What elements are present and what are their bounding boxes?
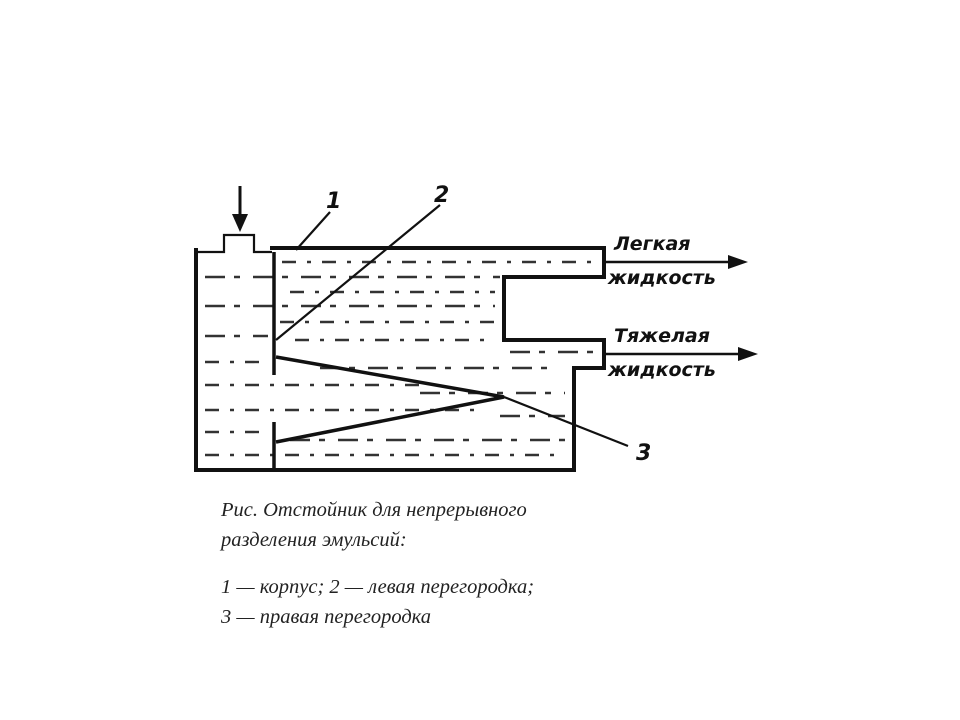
- vessel-body: [194, 233, 606, 472]
- caption-legend-line2: 3 — правая перегородка: [221, 606, 432, 628]
- label-1: 1: [326, 189, 341, 214]
- light-outlet-label-line2: жидкость: [607, 267, 716, 289]
- caption-title-line2: разделения эмульсий:: [221, 529, 407, 551]
- label-2: 2: [434, 183, 449, 208]
- caption-legend-line1: 1 — корпус; 2 — левая перегородка;: [221, 576, 535, 598]
- label-3: 3: [636, 441, 651, 466]
- liquid-fill: [205, 260, 600, 457]
- light-outlet-label-line1: Легкая: [613, 233, 691, 255]
- caption-title-line1: Рис. Отстойник для непрерывного: [221, 499, 527, 521]
- outlet-arrows-icon: [604, 255, 758, 361]
- inlet-arrow-icon: [232, 186, 248, 232]
- heavy-outlet-label-line2: жидкость: [607, 359, 716, 381]
- figure-caption: Рис. Отстойник для непрерывного разделен…: [221, 495, 741, 555]
- figure-legend: 1 — корпус; 2 — левая перегородка; 3 — п…: [221, 572, 741, 632]
- right-partition: [275, 355, 505, 444]
- leader-lines: [275, 204, 629, 448]
- heavy-outlet-label-line1: Тяжелая: [614, 325, 710, 347]
